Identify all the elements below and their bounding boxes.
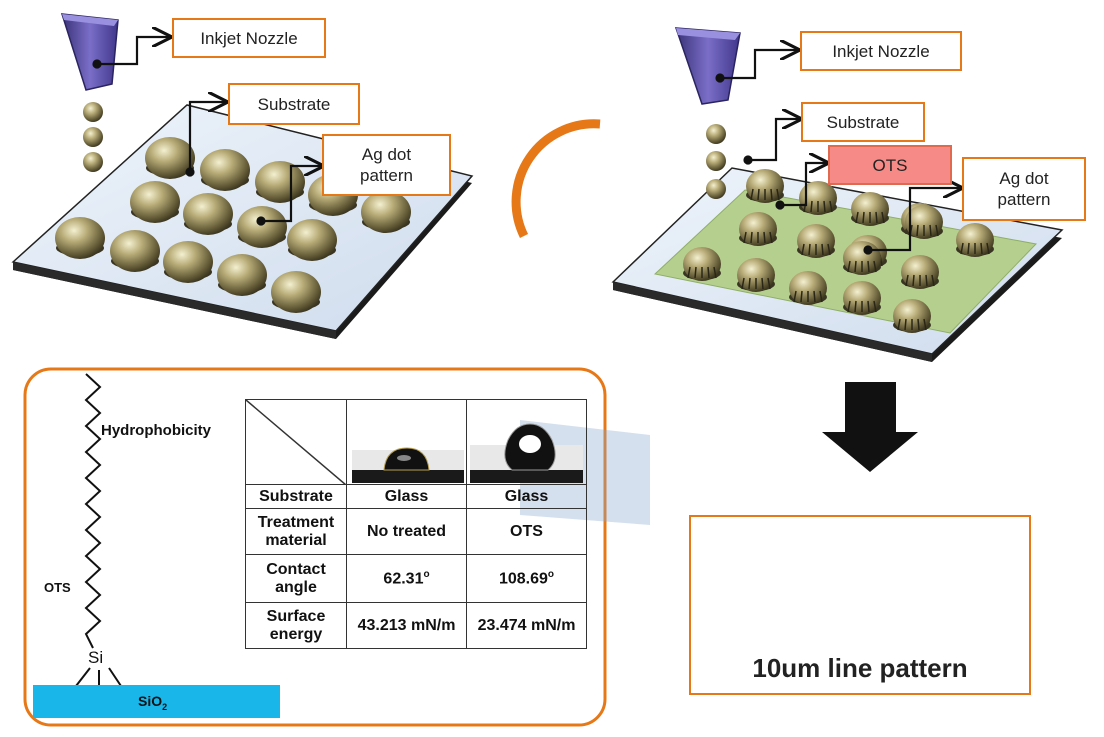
result-panel: 10um line pattern <box>689 515 1031 695</box>
table-row-label: Substrate <box>245 484 347 509</box>
table-row-label: Treatment material <box>245 508 347 555</box>
table-row-label: Surface energy <box>245 602 347 649</box>
table-cell: OTS <box>466 508 587 555</box>
ag-dot <box>287 219 337 261</box>
ag-dot <box>893 299 931 333</box>
table-row: Treatment material No treated OTS <box>245 508 587 555</box>
ag-dot <box>905 205 943 239</box>
ag-dot <box>255 161 305 203</box>
right-inkjet-nozzle-icon <box>674 27 741 105</box>
label-substrate-left: Substrate <box>228 83 360 125</box>
ag-dot <box>901 255 939 289</box>
ag-dot <box>55 217 105 259</box>
label-ots-right: OTS <box>828 145 952 185</box>
ag-dot <box>237 206 287 248</box>
left-connectors <box>92 37 323 226</box>
ots-chain-zigzag <box>84 373 102 649</box>
ag-dot <box>200 149 250 191</box>
ag-dot <box>163 241 213 283</box>
table-corner-cell <box>245 399 347 485</box>
contact-angle-table: Substrate Glass Glass Treatment material… <box>245 399 587 649</box>
ag-dot <box>217 254 267 296</box>
ag-dot <box>183 193 233 235</box>
sio2-layer <box>33 685 280 718</box>
right-ag-dot-pattern <box>683 169 994 333</box>
ag-dot <box>799 181 837 215</box>
left-inkjet-nozzle-icon <box>60 13 119 91</box>
label-ag-dot-right: Ag dot pattern <box>962 157 1086 221</box>
label-ag-dot-left: Ag dot pattern <box>322 134 451 196</box>
table-row: Substrate Glass Glass <box>245 484 587 509</box>
table-cell: 43.213 mN/m <box>346 602 467 649</box>
table-cell: 108.69o <box>466 554 587 603</box>
ag-dot <box>130 181 180 223</box>
ag-dot <box>271 271 321 313</box>
label-si: Si <box>88 648 104 667</box>
table-image-cell-glass <box>346 399 467 485</box>
right-ink-droplets <box>706 124 726 199</box>
ag-dot <box>843 281 881 315</box>
curved-transition-arrow <box>511 119 601 238</box>
table-image-cell-ots <box>466 399 587 485</box>
ag-dot <box>683 247 721 281</box>
left-ag-dot-pattern <box>55 137 411 313</box>
right-connectors <box>715 50 962 255</box>
ag-dot <box>797 224 835 258</box>
label-inkjet-nozzle-right: Inkjet Nozzle <box>800 31 962 71</box>
label-sio2: SiO2 <box>138 693 168 712</box>
table-cell: 23.474 mN/m <box>466 602 587 649</box>
result-caption: 10um line pattern <box>752 653 968 683</box>
table-cell: Glass <box>346 484 467 509</box>
table-row: Contact angle 62.31o 108.69o <box>245 554 587 603</box>
ag-dot <box>789 271 827 305</box>
table-cell: Glass <box>466 484 587 509</box>
label-substrate-right: Substrate <box>801 102 925 142</box>
down-arrow-icon <box>822 382 918 472</box>
surface-treatment-panel <box>23 367 607 727</box>
table-cell: 62.31o <box>346 554 467 603</box>
label-hydrophobicity: Hydrophobicity <box>101 422 212 439</box>
ag-dot <box>737 258 775 292</box>
ag-dot <box>843 241 881 275</box>
ag-dot <box>739 212 777 246</box>
ag-dot <box>851 192 889 226</box>
ag-dot <box>956 223 994 257</box>
ag-dot <box>746 169 784 203</box>
table-row-label: Contact angle <box>245 554 347 603</box>
label-inkjet-nozzle-left: Inkjet Nozzle <box>172 18 326 58</box>
si-bonds <box>75 667 122 687</box>
left-ink-droplets <box>83 102 103 172</box>
table-cell: No treated <box>346 508 467 555</box>
ag-dot <box>361 191 411 233</box>
ag-dot <box>145 137 195 179</box>
ag-dot <box>110 230 160 272</box>
table-row: Surface energy 43.213 mN/m 23.474 mN/m <box>245 602 587 649</box>
label-ots-chain: OTS <box>44 580 71 595</box>
